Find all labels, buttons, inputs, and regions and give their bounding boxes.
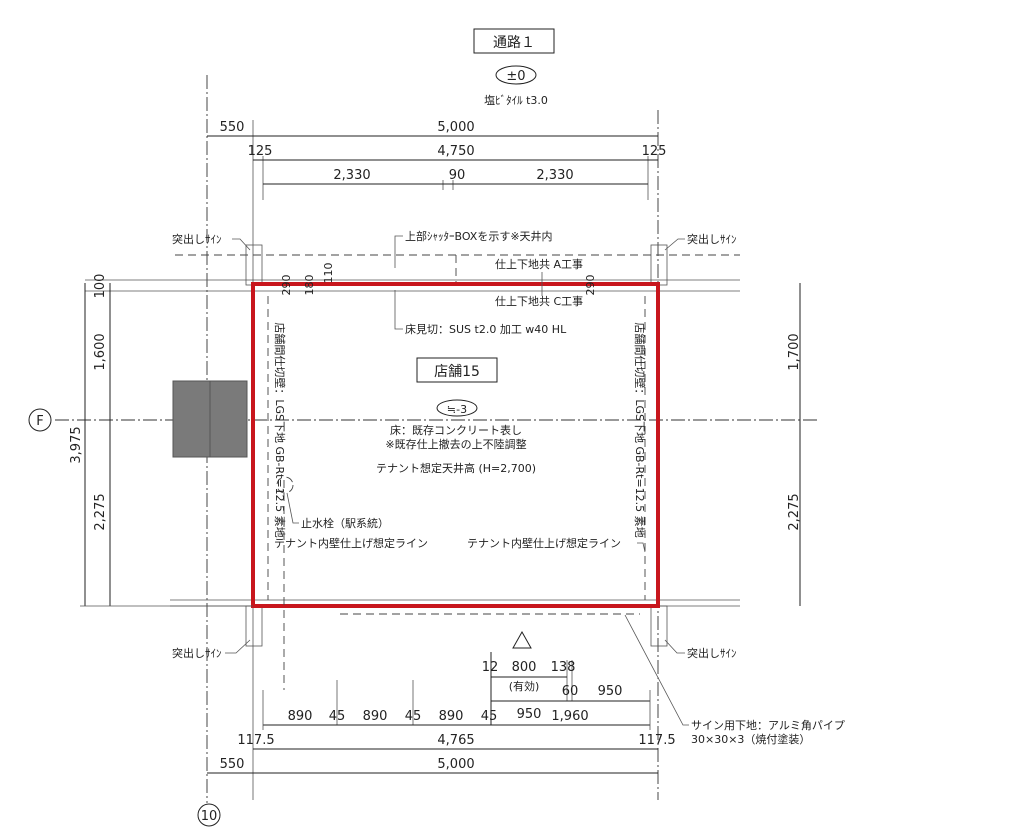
grid-label-f: F — [36, 414, 43, 429]
corridor-label: 通路１ — [493, 35, 535, 51]
inner-line-note-right: テナント内壁仕上げ想定ライン — [467, 536, 621, 550]
sign-post-tl — [245, 244, 263, 286]
wall-note-left: 店舗間仕切壁：LGS下地 GB-Rt=12.5 素地 — [273, 322, 287, 537]
dim-890: 890 — [363, 709, 388, 724]
dim-5000-bottom: 5,000 — [437, 757, 474, 772]
dim-45: 45 — [481, 709, 498, 724]
sign-base-note: サイン用下地：アルミ角パイプ — [691, 719, 845, 732]
sign-label-br: 突出しｻｲﾝ — [687, 646, 737, 660]
room-name-box — [416, 357, 498, 383]
dim-12: 12 — [482, 660, 499, 675]
dim-290-left: 290 — [280, 275, 293, 296]
grid-bubble-10 — [197, 803, 221, 827]
dim-110: 110 — [322, 263, 335, 284]
dim-550: 550 — [220, 120, 245, 135]
valve-icon — [276, 476, 294, 494]
dim-4765: 4,765 — [437, 733, 474, 748]
dim-2330-left: 2,330 — [333, 168, 370, 183]
dim-138: 138 — [551, 660, 576, 675]
dim-950: 950 — [517, 707, 542, 722]
dim-60: 60 — [562, 684, 579, 699]
entrance-mark — [512, 630, 532, 649]
dim-45: 45 — [329, 709, 346, 724]
dim-5000: 5,000 — [437, 120, 474, 135]
dim-90: 90 — [449, 168, 466, 183]
floor-finish-top: 塩ﾋﾞﾀｲﾙ t3.0 — [484, 93, 548, 107]
level-top: ±0 — [506, 69, 525, 84]
room-floor: 床：既存コンクリート表し — [390, 423, 522, 437]
dim-2275-left: 2,275 — [93, 493, 108, 530]
dim-550-bottom: 550 — [220, 757, 245, 772]
dim-1600: 1,600 — [93, 333, 108, 370]
inner-line-note-left: テナント内壁仕上げ想定ライン — [274, 536, 428, 550]
wall-note-right: 店舗間仕切壁：LGS下地 GB-Rt=12.5 素地 — [633, 322, 647, 537]
room-ceiling: テナント想定天井高 (H=2,700) — [376, 461, 536, 475]
sign-post-bl — [245, 605, 263, 647]
dim-4750: 4,750 — [437, 144, 474, 159]
dim-45: 45 — [405, 709, 422, 724]
dim-117-5-right: 117.5 — [638, 733, 675, 748]
room-level: ≒-3 — [447, 403, 467, 416]
dim-1960: 1,960 — [551, 709, 588, 724]
shutter-note: 上部ｼｬｯﾀｰBOXを示す※天井内 — [405, 229, 553, 243]
dim-1700: 1,700 — [787, 333, 802, 370]
dim-890: 890 — [439, 709, 464, 724]
dim-180: 180 — [303, 275, 316, 296]
sign-post-tr — [650, 244, 668, 286]
dim-effective: (有効) — [509, 679, 540, 693]
valve-note: 止水栓（駅系統） — [301, 516, 389, 530]
room-level-mark — [436, 399, 478, 417]
dim-890: 890 — [288, 709, 313, 724]
grid-label-10: 10 — [201, 809, 218, 824]
level-top-mark — [495, 65, 537, 85]
sign-base-spec: 30×30×3（焼付塗装） — [691, 732, 810, 746]
c-work-note: 仕上下地共 C工事 — [495, 295, 583, 308]
dim-2330-right: 2,330 — [536, 168, 573, 183]
sign-post-br — [650, 605, 668, 647]
dim-125-left: 125 — [248, 144, 273, 159]
room-name: 店舗15 — [434, 364, 480, 380]
tenant-wall — [251, 282, 660, 608]
dim-290-right: 290 — [584, 275, 597, 296]
dim-100: 100 — [93, 274, 108, 299]
dim-2275-right: 2,275 — [787, 493, 802, 530]
grid-bubble-f — [28, 408, 52, 432]
dim-800: 800 — [512, 660, 537, 675]
sign-label-bl: 突出しｻｲﾝ — [172, 646, 222, 660]
threshold-note: 床見切：SUS t2.0 加工 w40 HL — [405, 322, 567, 336]
dim-125-right: 125 — [642, 144, 667, 159]
sign-label-tr: 突出しｻｲﾝ — [687, 232, 737, 246]
corridor-box — [473, 28, 555, 54]
dim-117-5-left: 117.5 — [237, 733, 274, 748]
dim-3975: 3,975 — [69, 426, 84, 463]
room-floor-note: ※既存仕上撤去の上不陸調整 — [385, 437, 526, 451]
a-work-note: 仕上下地共 A工事 — [495, 258, 583, 271]
dim-950-upper: 950 — [598, 684, 623, 699]
sign-label-tl: 突出しｻｲﾝ — [172, 232, 222, 246]
